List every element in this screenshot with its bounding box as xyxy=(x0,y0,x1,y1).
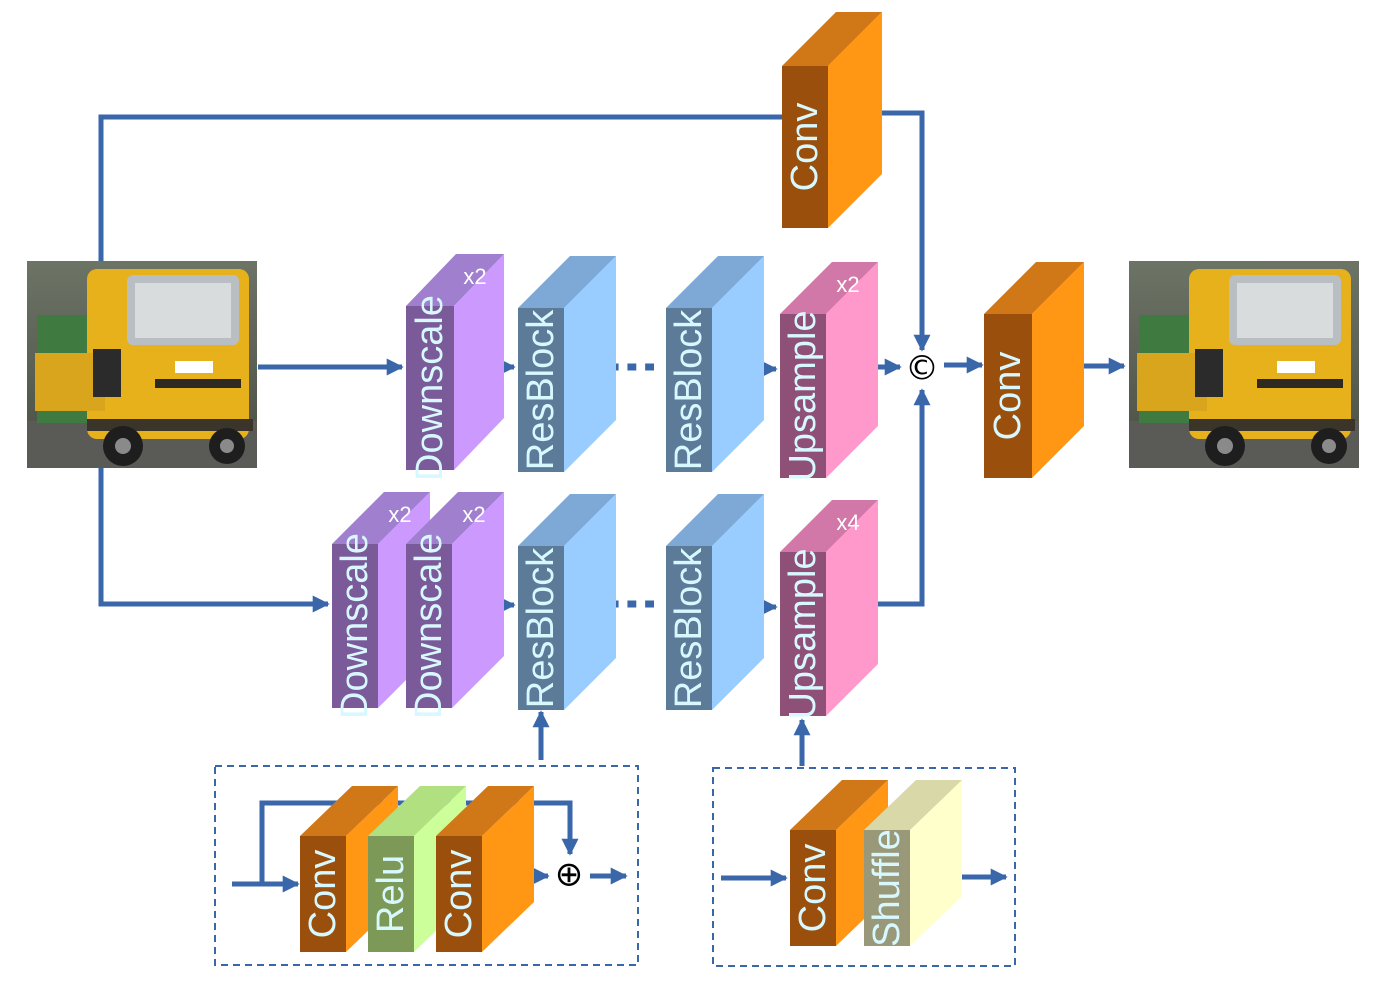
upsample-mid-scale: x2 xyxy=(836,272,859,297)
detail-shuffle-label: Shuffle xyxy=(866,829,908,947)
output-image xyxy=(1129,261,1359,468)
resblock-bot-1-label: ResBlock xyxy=(520,547,562,708)
resblock-bot-2: ResBlock xyxy=(666,494,764,710)
resblock-mid-2: ResBlock xyxy=(666,256,764,472)
input-image xyxy=(27,261,257,468)
detail-conv-1-label: Conv xyxy=(302,850,344,939)
resblock-mid-2-label: ResBlock xyxy=(668,309,710,470)
resblock-bot-2-label: ResBlock xyxy=(668,547,710,708)
add-symbol: ⊕ xyxy=(555,855,584,895)
downscale-mid-label: Downscale xyxy=(409,295,451,481)
detail-conv-3-label: Conv xyxy=(792,844,834,933)
resblock-bot-1: ResBlock xyxy=(518,494,616,710)
upsample-mid: Upsample x2 xyxy=(780,262,878,482)
conv-final: Conv xyxy=(984,262,1084,478)
conv-top-label: Conv xyxy=(784,103,826,192)
resblock-mid-1: ResBlock xyxy=(518,256,616,472)
downscale-bot-2-scale: x2 xyxy=(462,502,485,527)
downscale-bot-1-scale: x2 xyxy=(388,502,411,527)
resblock-mid-1-label: ResBlock xyxy=(520,309,562,470)
upsample-bot: Upsample x4 xyxy=(780,500,878,720)
upsample-bot-label: Upsample xyxy=(782,548,824,719)
upsample-mid-label: Upsample xyxy=(782,310,824,481)
detail-conv-2-label: Conv xyxy=(438,850,480,939)
conv-top: Conv xyxy=(782,12,882,228)
detail-conv-2: Conv xyxy=(436,786,534,952)
downscale-bot-2-label: Downscale xyxy=(408,533,450,719)
conv-final-label: Conv xyxy=(987,352,1029,441)
detail-shuffle: Shuffle xyxy=(864,780,962,947)
upsample-bot-scale: x4 xyxy=(836,510,859,535)
downscale-mid: Downscale x2 xyxy=(406,254,504,481)
upsample-detail-box xyxy=(712,767,1016,967)
downscale-bot-1: Downscale x2 xyxy=(332,492,430,719)
concat-symbol: © xyxy=(905,349,939,389)
downscale-bot-2: Downscale x2 xyxy=(406,492,504,719)
downscale-bot-1-label: Downscale xyxy=(334,533,376,719)
detail-relu-label: Relu xyxy=(370,855,412,933)
downscale-mid-scale: x2 xyxy=(463,264,486,289)
resblock-detail-box xyxy=(214,765,639,966)
arrow-input-to-downscale-bot xyxy=(98,468,330,613)
skip-line-top xyxy=(98,114,782,261)
